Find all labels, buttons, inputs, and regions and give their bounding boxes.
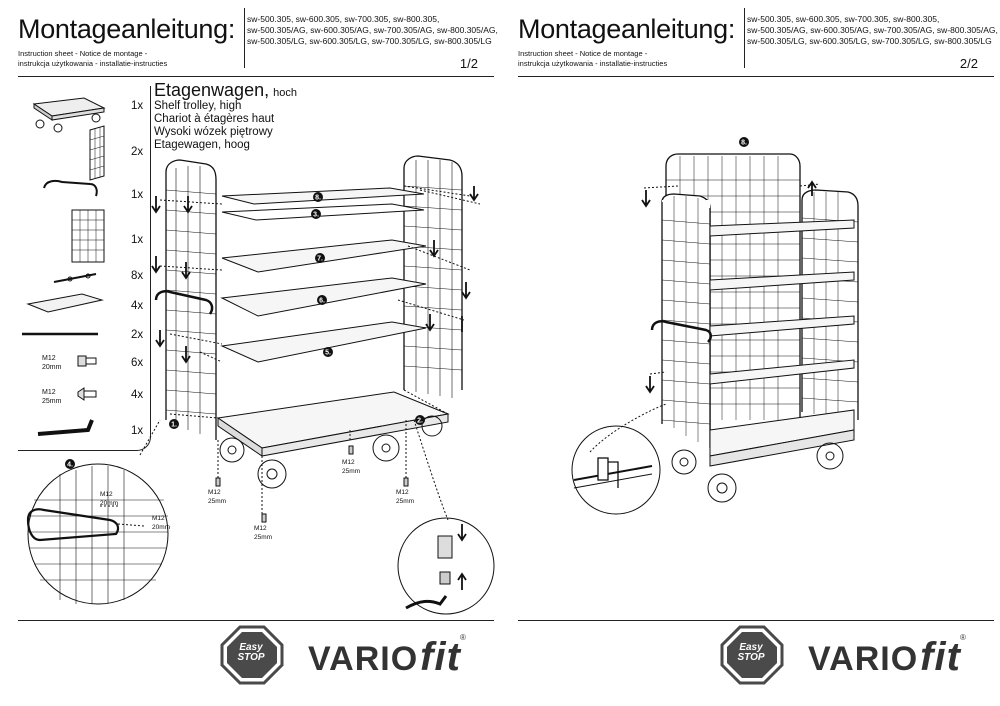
page-number: 1/2: [459, 56, 478, 71]
step-markers: 1. 2. 3. 4. 5. 6. 7. 8.: [65, 192, 425, 469]
push-handle-icon: [43, 179, 98, 197]
header-rule: [518, 76, 994, 77]
footer-rule: [518, 620, 994, 621]
svg-text:M12: M12: [396, 489, 409, 496]
brand-name: VARIOfit: [308, 635, 461, 679]
part-count-screw: 4x: [131, 389, 144, 401]
svg-text:25mm: 25mm: [254, 534, 272, 541]
page-title: Montageanleitung:: [518, 14, 736, 44]
screw-icon: [77, 387, 97, 401]
shelf-board-icon: [26, 293, 104, 313]
step-1: 1.: [171, 422, 177, 429]
page-title: Montageanleitung:: [18, 14, 236, 44]
step-8: 8.: [315, 195, 321, 202]
trolley-drawing-final: [589, 153, 859, 503]
step-6: 6.: [319, 298, 325, 305]
bolt-icon: [77, 355, 97, 367]
part-count-handle: 1x: [131, 189, 144, 201]
page-number: 2/2: [959, 56, 978, 71]
shelf-bracket-icon: [53, 273, 97, 283]
part-count-bracket: 8x: [131, 270, 144, 282]
footer-rule: [18, 620, 494, 621]
screw-labels: M12 25mm M12 25mm M12 25mm M12 25mm M12 …: [100, 459, 414, 541]
product-translations: Shelf trolley, high Chariot à étagères h…: [154, 100, 275, 151]
detail-zoom-handle: [26, 463, 169, 605]
base-screws: [215, 445, 409, 523]
product-title: Etagenwagen,hoch: [154, 80, 297, 100]
step-3: 3.: [313, 212, 319, 219]
svg-text:25mm: 25mm: [342, 468, 360, 475]
model-numbers: sw-500.305, sw-600.305, sw-700.305, sw-8…: [247, 14, 498, 46]
svg-text:25mm: 25mm: [396, 498, 414, 505]
svg-text:M12: M12: [100, 491, 113, 498]
step-2: 2.: [417, 418, 423, 425]
assembly-illustration-1: 1. 2. 3. 4. 5. 6. 7. 8. M12 25mm M12 25m…: [22, 97, 495, 615]
easy-stop-badge-icon: [220, 625, 284, 685]
step-5: 5.: [325, 350, 331, 357]
step-7: 7.: [317, 256, 323, 263]
page-subtitle: Instruction sheet - Notice de montage - …: [518, 49, 668, 68]
svg-text:20mm: 20mm: [100, 500, 118, 507]
svg-text:25mm: 25mm: [208, 498, 226, 505]
part-count-shelf: 4x: [131, 300, 144, 312]
step-markers: 8.: [739, 137, 749, 147]
header-divider: [244, 8, 245, 68]
detail-zoom-corner: [571, 425, 661, 515]
part-count-rod: 2x: [131, 329, 144, 341]
svg-text:M12: M12: [254, 525, 267, 532]
assembly-illustration-2: 8.: [571, 137, 859, 515]
part-count-bolt: 6x: [131, 357, 144, 369]
instruction-page-1: Montageanleitung: sw-500.305, sw-600.305…: [18, 8, 498, 685]
easy-stop-badge-icon: [720, 625, 784, 685]
step-4: 4.: [67, 462, 73, 469]
svg-text:M12: M12: [152, 515, 165, 522]
part-spec-bolt: M12 20mm: [42, 355, 62, 371]
registered-mark: ®: [460, 633, 466, 642]
brand-name: VARIOfit: [808, 635, 961, 679]
instruction-page-2: Montageanleitung: sw-500.305, sw-600.305…: [500, 0, 1000, 706]
mesh-side-panel-icon: [89, 125, 105, 181]
svg-text:M12: M12: [342, 459, 355, 466]
trolley-drawing: [139, 155, 481, 523]
svg-text:M12: M12: [208, 489, 221, 496]
allen-key-icon: [37, 419, 94, 436]
part-spec-screw: M12 25mm: [42, 389, 62, 405]
header-rule: [18, 76, 494, 77]
registered-mark: ®: [960, 633, 966, 642]
parts-list: 1x 2x 1x 1x 8x 4x 2x 6x 4x 1x M12 20mm M…: [18, 86, 151, 451]
part-count-base: 1x: [131, 100, 144, 112]
mesh-back-panel-icon: [71, 209, 105, 263]
header-divider: [744, 8, 745, 68]
part-count-side-panel: 2x: [131, 146, 144, 158]
part-count-back-panel: 1x: [131, 234, 144, 246]
part-count-allen-key: 1x: [131, 425, 144, 437]
step-8: 8.: [741, 140, 747, 147]
trolley-base-icon: [32, 97, 106, 133]
model-numbers: sw-500.305, sw-600.305, sw-700.305, sw-8…: [747, 14, 998, 46]
svg-text:20mm: 20mm: [152, 524, 170, 531]
detail-zoom-wheel: [397, 517, 495, 615]
page-subtitle: Instruction sheet - Notice de montage - …: [18, 49, 168, 68]
